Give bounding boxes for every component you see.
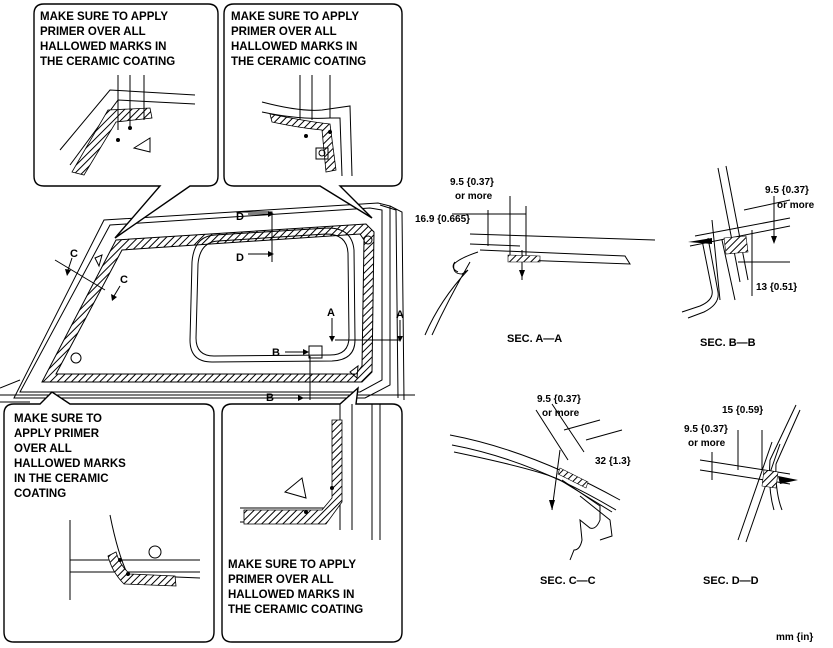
section-aa-drawing	[424, 196, 656, 336]
callout-top-right-line-3: HALLOWED MARKS IN	[231, 41, 358, 53]
section-bb-title: SEC. B—B	[700, 337, 756, 349]
dd-dim-3: or more	[688, 438, 726, 449]
callout-bottom-left-line-5: IN THE CERAMIC	[14, 473, 109, 485]
aa-dim-1: 9.5 {0.37}	[450, 177, 494, 188]
callout-bottom-left-line-4: HALLOWED MARKS	[14, 458, 126, 470]
callout-bottom-right	[221, 386, 403, 643]
section-mark-a-right: A	[396, 309, 404, 321]
dd-dim-2: 9.5 {0.37}	[684, 424, 728, 435]
section-mark-b-bottom: B	[266, 392, 274, 404]
section-mark-d-top: D	[236, 211, 244, 223]
callout-bottom-left-line-6: COATING	[14, 488, 66, 500]
callout-top-left-line-3: HALLOWED MARKS IN	[40, 41, 167, 53]
callout-top-right-line-4: THE CERAMIC COATING	[231, 56, 366, 68]
cc-dim-1: 9.5 {0.37}	[537, 394, 581, 405]
callout-top-right-line-1: MAKE SURE TO APPLY	[231, 11, 359, 23]
callout-top-left	[33, 3, 219, 239]
cc-dim-3: 32 {1.3}	[595, 456, 631, 467]
callout-top-left-line-2: PRIMER OVER ALL	[40, 26, 146, 38]
callout-top-right	[223, 3, 403, 219]
callout-bottom-left-line-2: APPLY PRIMER	[14, 428, 100, 440]
aa-dim-2: or more	[455, 191, 493, 202]
callout-bottom-right-line-3: HALLOWED MARKS IN	[228, 589, 355, 601]
section-mark-d-bottom: D	[236, 252, 244, 264]
callout-bottom-right-line-4: THE CERAMIC COATING	[228, 604, 363, 616]
callout-bottom-right-line-1: MAKE SURE TO APPLY	[228, 559, 356, 571]
bb-dim-3: 13 {0.51}	[756, 282, 797, 293]
callout-top-left-line-4: THE CERAMIC COATING	[40, 56, 175, 68]
section-bb-drawing	[681, 165, 791, 319]
units-label: mm {in}	[776, 632, 813, 643]
callout-bottom-left	[3, 391, 215, 643]
dd-dim-1: 15 {0.59}	[722, 405, 763, 416]
section-mark-c-right: C	[120, 274, 128, 286]
bb-dim-1: 9.5 {0.37}	[765, 185, 809, 196]
section-mark-b-top: B	[272, 347, 280, 359]
quarter-glass-main-view	[0, 202, 415, 403]
callout-bottom-right-line-2: PRIMER OVER ALL	[228, 574, 334, 586]
section-dd-drawing	[699, 404, 801, 543]
callout-top-left-line-1: MAKE SURE TO APPLY	[40, 11, 168, 23]
section-aa-title: SEC. A—A	[507, 333, 562, 345]
section-dd-title: SEC. D—D	[703, 575, 759, 587]
callout-bottom-left-line-3: OVER ALL	[14, 443, 72, 455]
aa-dim-3: 16.9 {0.665}	[415, 214, 470, 225]
section-mark-c-left: C	[70, 248, 78, 260]
callout-top-right-line-2: PRIMER OVER ALL	[231, 26, 337, 38]
callout-bottom-left-line-1: MAKE SURE TO	[14, 413, 102, 425]
section-cc-title: SEC. C—C	[540, 575, 596, 587]
bb-dim-2: or more	[777, 200, 815, 211]
section-cc-drawing	[449, 403, 623, 561]
cc-dim-2: or more	[542, 408, 580, 419]
section-mark-a-left: A	[327, 307, 335, 319]
